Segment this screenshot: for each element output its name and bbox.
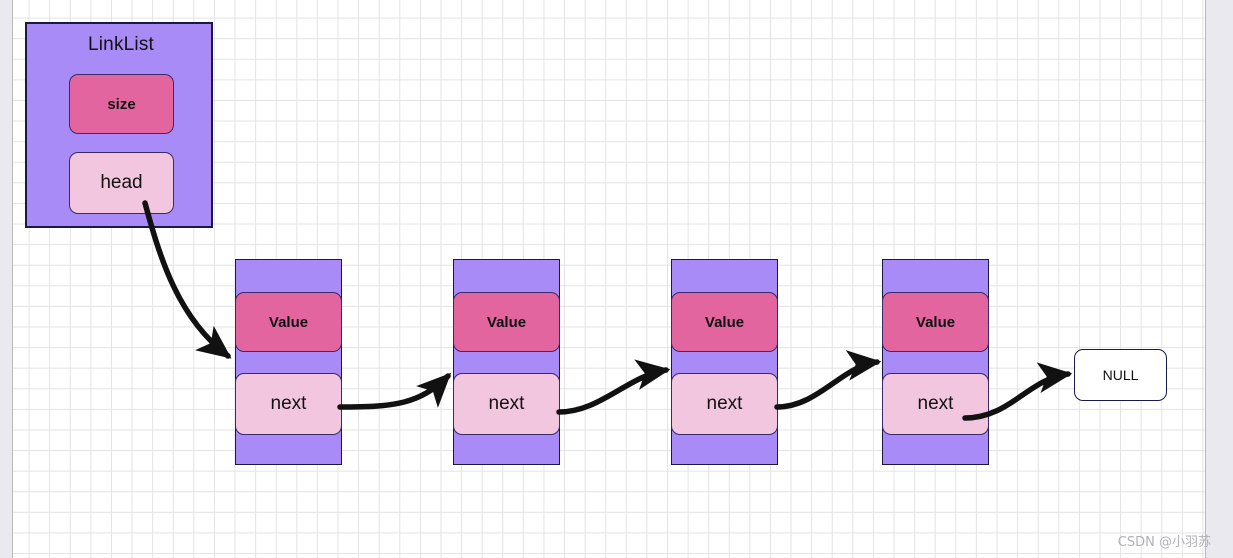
node-3-value-label: Value [704,313,745,331]
linklist-field-head-label: head [100,172,143,193]
list-node-2[interactable]: Value next [453,259,560,465]
list-node-1[interactable]: Value next [235,259,342,465]
node-3-value-slot[interactable]: Value [671,292,778,352]
node-4-next-label: next [917,393,954,414]
node-4-next-slot[interactable]: next [882,373,989,435]
linklist-field-head[interactable]: head [69,152,174,214]
node-2-next-label: next [488,393,525,414]
right-gutter [1206,0,1233,558]
node-1-next-slot[interactable]: next [235,373,342,435]
node-1-next-label: next [270,393,307,414]
list-node-3[interactable]: Value next [671,259,778,465]
node-3-next-label: next [706,393,743,414]
node-4-value-slot[interactable]: Value [882,292,989,352]
null-terminal-label: NULL [1102,367,1139,383]
list-node-4[interactable]: Value next [882,259,989,465]
linklist-container[interactable]: LinkList size head [25,22,213,228]
null-terminal[interactable]: NULL [1074,349,1167,401]
watermark: CSDN @小羽苏 [1117,535,1211,550]
node-2-value-label: Value [486,313,527,331]
right-gutter-rule [1205,0,1206,558]
node-2-next-slot[interactable]: next [453,373,560,435]
linklist-title: LinkList [87,34,155,55]
linklist-field-size-label: size [107,95,136,113]
linklist-field-size[interactable]: size [69,74,174,134]
node-3-next-slot[interactable]: next [671,373,778,435]
node-4-value-label: Value [915,313,956,331]
left-gutter-rule [12,0,13,558]
node-1-value-label: Value [268,313,309,331]
left-gutter [0,0,12,558]
node-2-value-slot[interactable]: Value [453,292,560,352]
node-1-value-slot[interactable]: Value [235,292,342,352]
